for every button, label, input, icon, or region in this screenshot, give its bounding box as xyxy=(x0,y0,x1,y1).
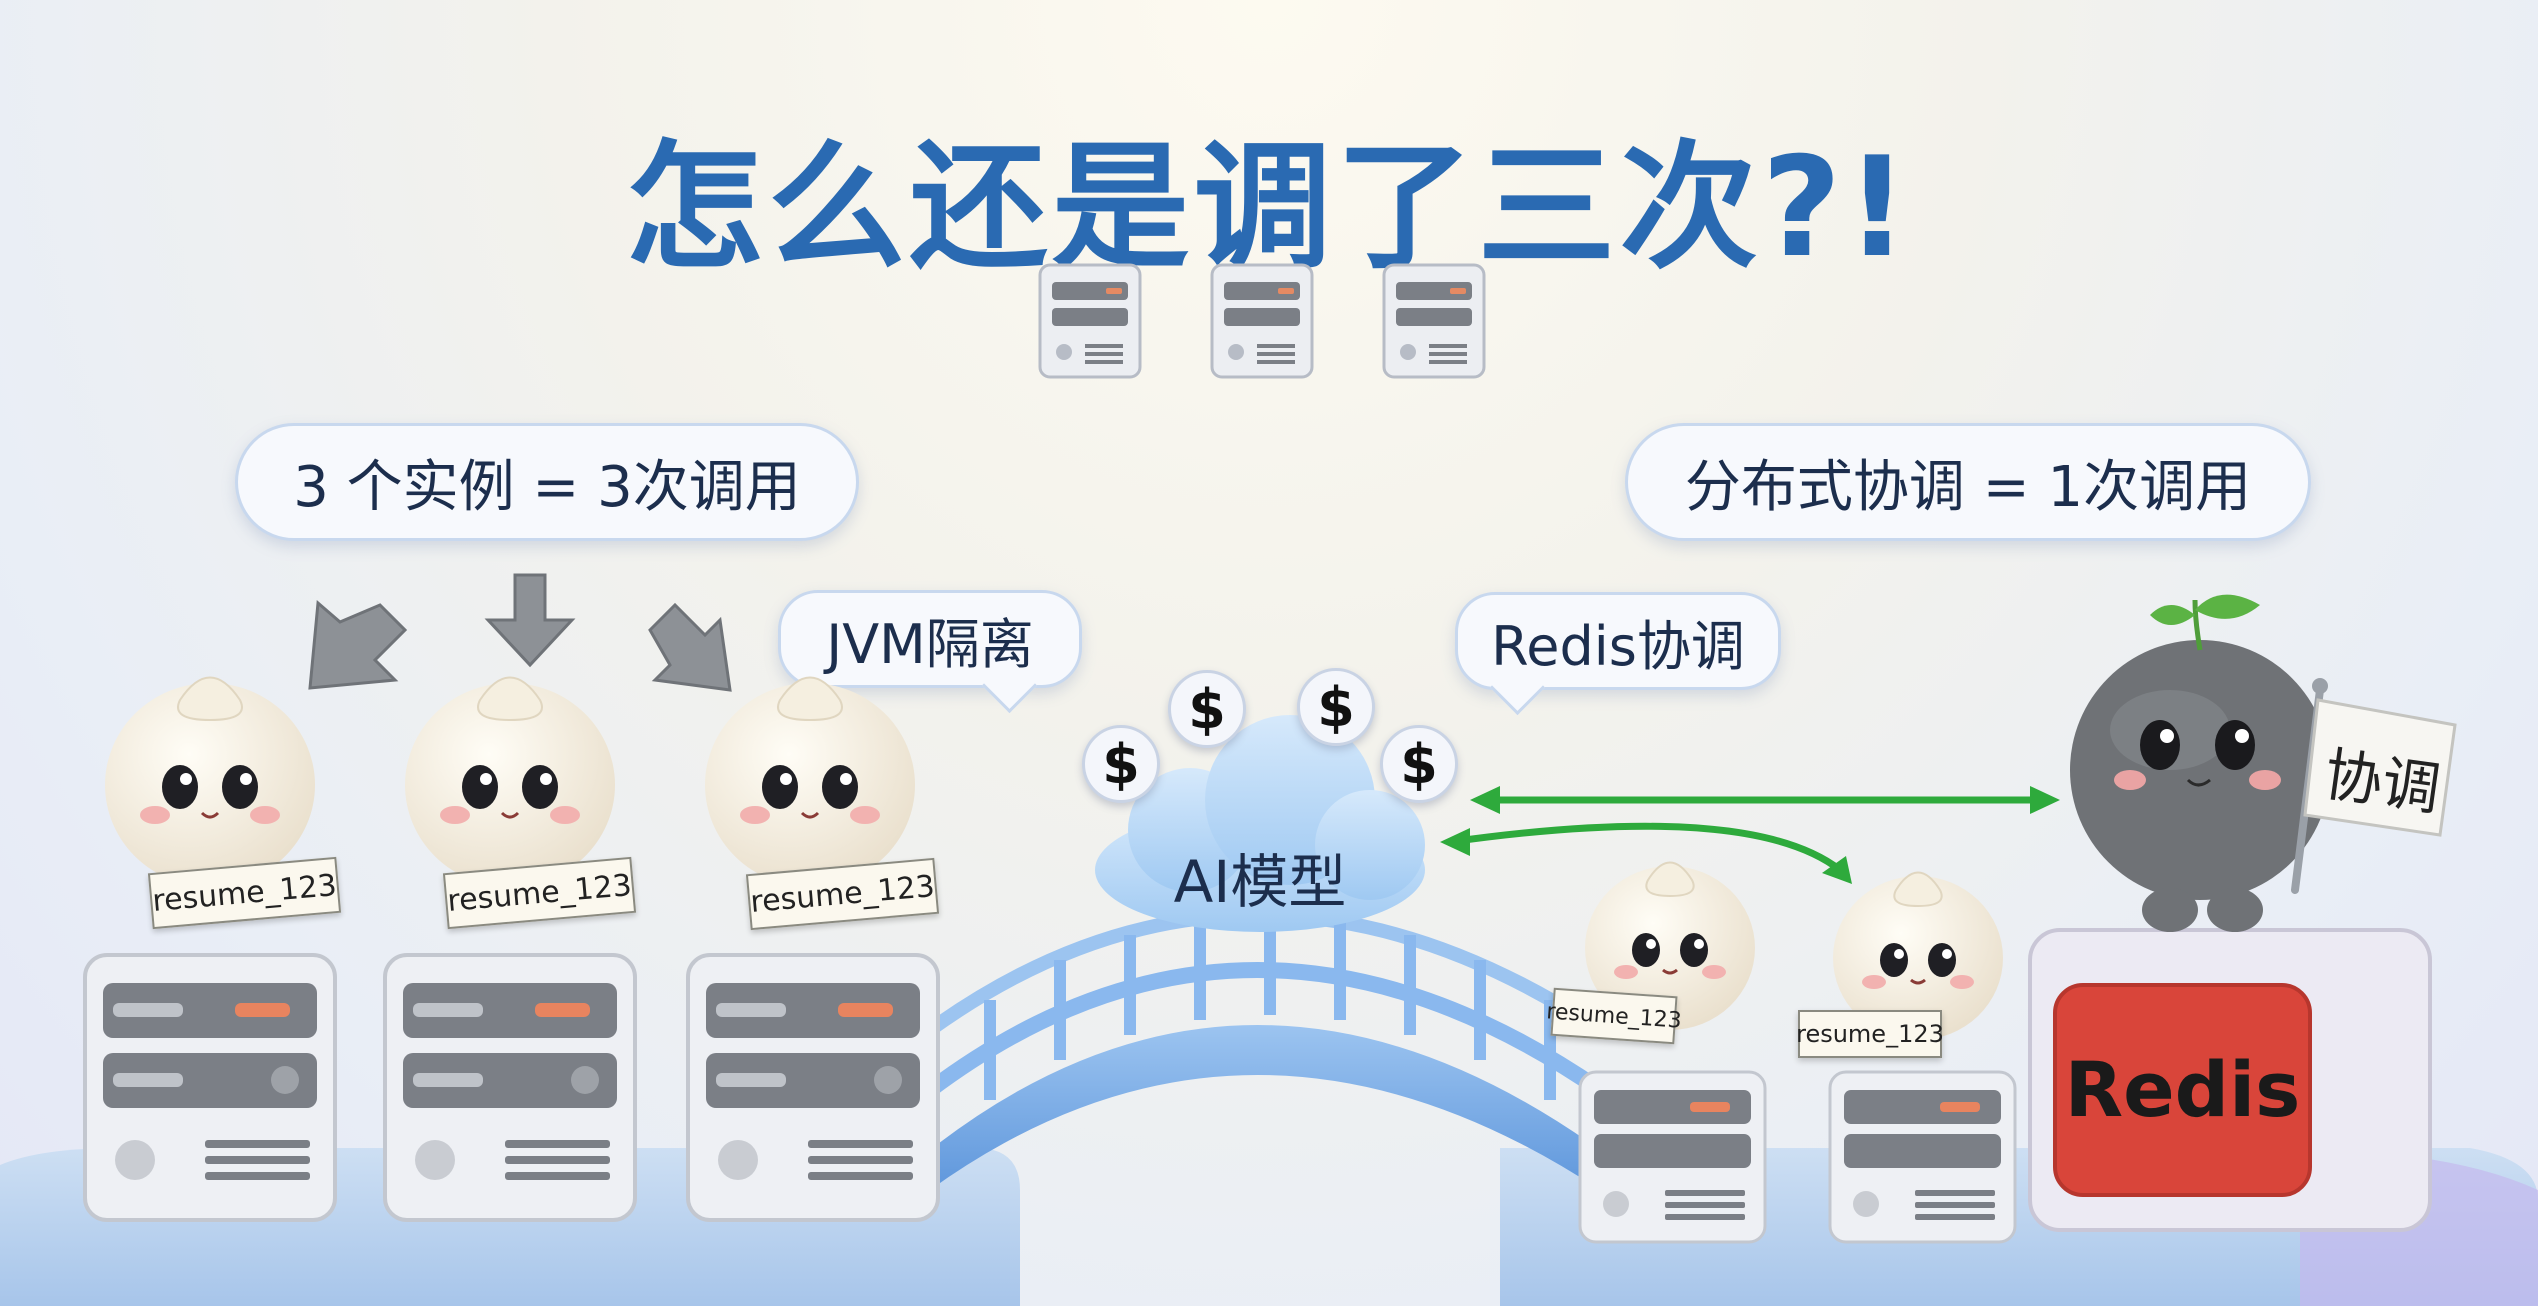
resume-sign: resume_123 xyxy=(1796,1010,1944,1058)
page-title: 怎么还是调了三次?! xyxy=(625,127,1913,288)
dollar-coin-icon: $ xyxy=(1082,725,1160,803)
left-servers-and-mascots xyxy=(83,676,940,1222)
flag-text: 协调 xyxy=(2320,740,2445,824)
dollar-coin-icon: $ xyxy=(1168,670,1246,748)
right-label-pill: 分布式协调 = 1次调用 xyxy=(1625,423,2311,541)
left-label-pill: 3 个实例 = 3次调用 xyxy=(235,423,859,541)
resume-sign: resume_123 xyxy=(1546,987,1682,1045)
ai-cloud xyxy=(1095,715,1425,932)
down-arrows xyxy=(308,573,732,692)
ai-model-label: AI模型 xyxy=(1173,848,1347,916)
redis-coordination-bubble: Redis协调 xyxy=(1455,592,1781,690)
top-server-icons xyxy=(1038,263,1486,379)
bridge xyxy=(922,908,1608,1190)
jvm-isolation-bubble: JVM隔离 xyxy=(778,590,1082,688)
dollar-coin-icon: $ xyxy=(1297,668,1375,746)
dollar-coin-icon: $ xyxy=(1380,725,1458,803)
redis-box-and-coordinator xyxy=(2028,594,2457,1232)
coordination-arrows xyxy=(1440,786,2060,884)
redis-box-label: Redis xyxy=(2064,1045,2301,1134)
